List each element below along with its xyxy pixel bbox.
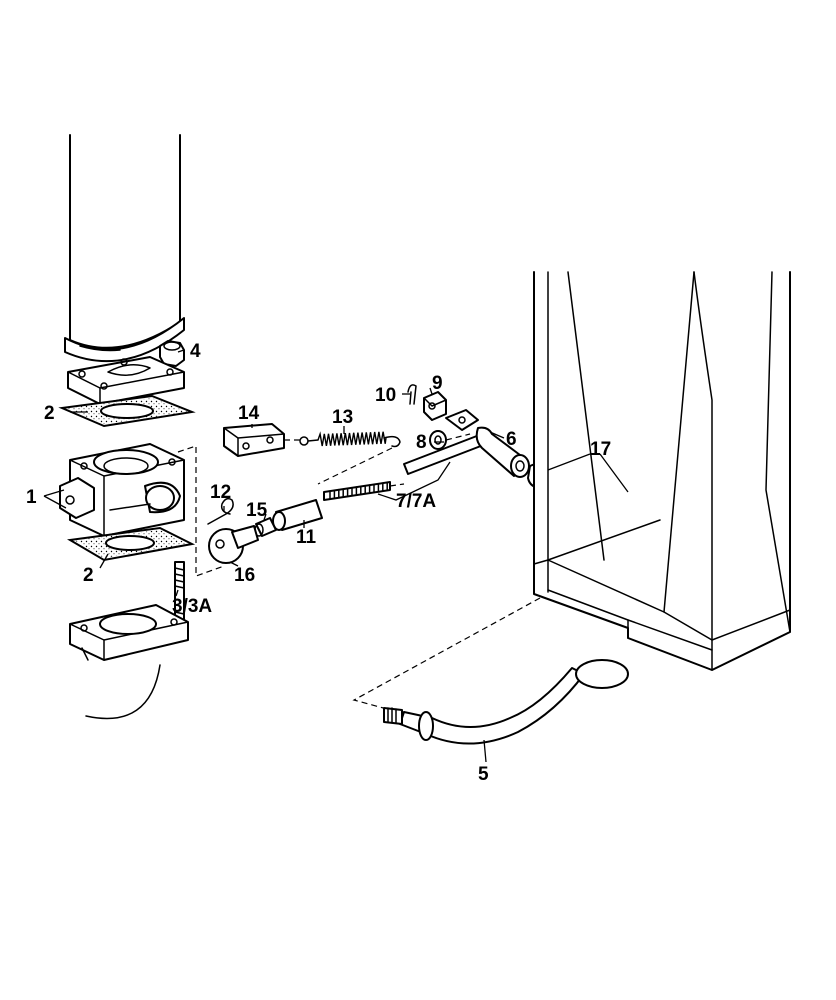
exhaust-pipe	[64, 134, 185, 363]
callout-labels: 1 2 2 3/3A 4 5 6 7/7A 8 9 10 11 12 13 14…	[26, 341, 611, 785]
callout-12: 12	[210, 482, 231, 503]
pedal-part-5	[383, 659, 629, 745]
callout-14: 14	[238, 403, 260, 424]
callout-2-upper: 2	[44, 403, 55, 424]
rod-part-7	[323, 433, 487, 501]
split-pin-part-10	[407, 384, 417, 405]
callout-13: 13	[332, 407, 353, 428]
callout-4: 4	[190, 341, 201, 362]
callout-6: 6	[506, 429, 517, 450]
valve-assembly-bracket	[177, 445, 225, 577]
callout-9: 9	[432, 373, 443, 394]
ball-joint-part-16	[208, 525, 259, 564]
nut-part-4	[159, 340, 185, 367]
machine-frame	[533, 271, 791, 671]
callout-3: 3/3A	[172, 596, 212, 617]
sleeve-part-11	[272, 499, 323, 531]
callout-8: 8	[416, 432, 427, 453]
callout-10: 10	[375, 385, 396, 406]
callout-2-lower: 2	[83, 565, 94, 586]
lever-arm-part-6	[445, 409, 530, 478]
clip-part-12	[207, 497, 234, 525]
bracket-part-14	[223, 423, 285, 457]
gasket-part-2-upper	[58, 394, 196, 428]
nut-part-15	[254, 517, 277, 537]
valve-body-part-1	[59, 443, 185, 537]
leader-lines	[43, 349, 629, 763]
callout-1: 1	[26, 487, 37, 508]
spring-part-13	[299, 431, 401, 448]
callout-17: 17	[590, 439, 611, 460]
gasket-part-2-lower	[66, 526, 196, 562]
callout-15: 15	[246, 500, 268, 521]
lower-flange	[69, 604, 189, 720]
callout-5: 5	[478, 764, 489, 785]
upper-flange	[67, 356, 185, 405]
washer-part-8	[429, 430, 447, 450]
clevis-part-9	[423, 391, 447, 421]
callout-11: 11	[296, 527, 317, 548]
callout-7: 7/7A	[396, 491, 436, 512]
callout-16: 16	[234, 565, 255, 586]
